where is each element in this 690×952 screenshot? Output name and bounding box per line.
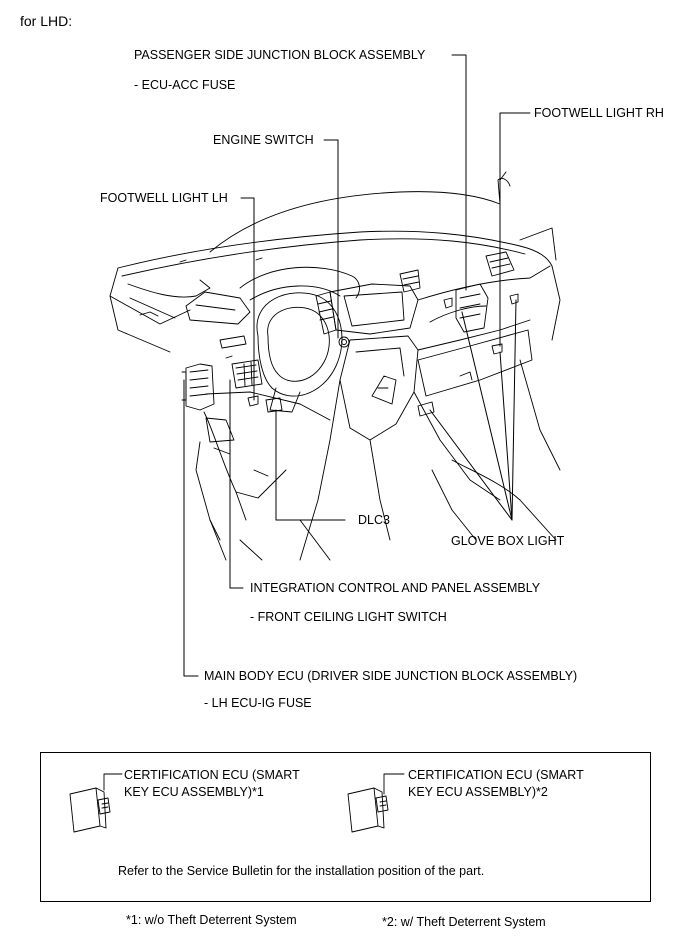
certification-ecu-note-box	[40, 752, 651, 902]
leader-lines	[183, 54, 531, 677]
label-footwell-light-rh: FOOTWELL LIGHT RH	[534, 106, 664, 120]
label-main-body-ecu: MAIN BODY ECU (DRIVER SIDE JUNCTION BLOC…	[204, 669, 578, 683]
label-cert-ecu-2-line2: KEY ECU ASSEMBLY)*2	[408, 785, 548, 799]
label-passenger-side-junction-block: PASSENGER SIDE JUNCTION BLOCK ASSEMBLY	[134, 48, 426, 62]
label-front-ceiling-light-switch: - FRONT CEILING LIGHT SWITCH	[250, 610, 447, 624]
label-lh-ecu-ig-fuse: - LH ECU-IG FUSE	[204, 696, 312, 710]
label-dlc3: DLC3	[358, 513, 390, 527]
label-ecu-acc-fuse: - ECU-ACC FUSE	[134, 78, 236, 92]
footnote-2: *2: w/ Theft Deterrent System	[382, 915, 546, 929]
header-title: for LHD:	[20, 13, 73, 29]
label-glove-box-light: GLOVE BOX LIGHT	[451, 534, 565, 548]
dashboard-outline	[109, 171, 561, 561]
label-footwell-light-lh: FOOTWELL LIGHT LH	[100, 191, 228, 205]
label-cert-ecu-1-line2: KEY ECU ASSEMBLY)*1	[124, 785, 264, 799]
label-engine-switch: ENGINE SWITCH	[213, 133, 314, 147]
footnote-1: *1: w/o Theft Deterrent System	[126, 913, 297, 927]
note-refer-service-bulletin: Refer to the Service Bulletin for the in…	[118, 864, 485, 878]
certification-ecu-1-illustration	[69, 773, 123, 833]
label-cert-ecu-2-line1: CERTIFICATION ECU (SMART	[408, 768, 584, 782]
certification-ecu-2-illustration	[347, 773, 405, 833]
label-integration-control-panel: INTEGRATION CONTROL AND PANEL ASSEMBLY	[250, 581, 541, 595]
label-cert-ecu-1-line1: CERTIFICATION ECU (SMART	[124, 768, 300, 782]
